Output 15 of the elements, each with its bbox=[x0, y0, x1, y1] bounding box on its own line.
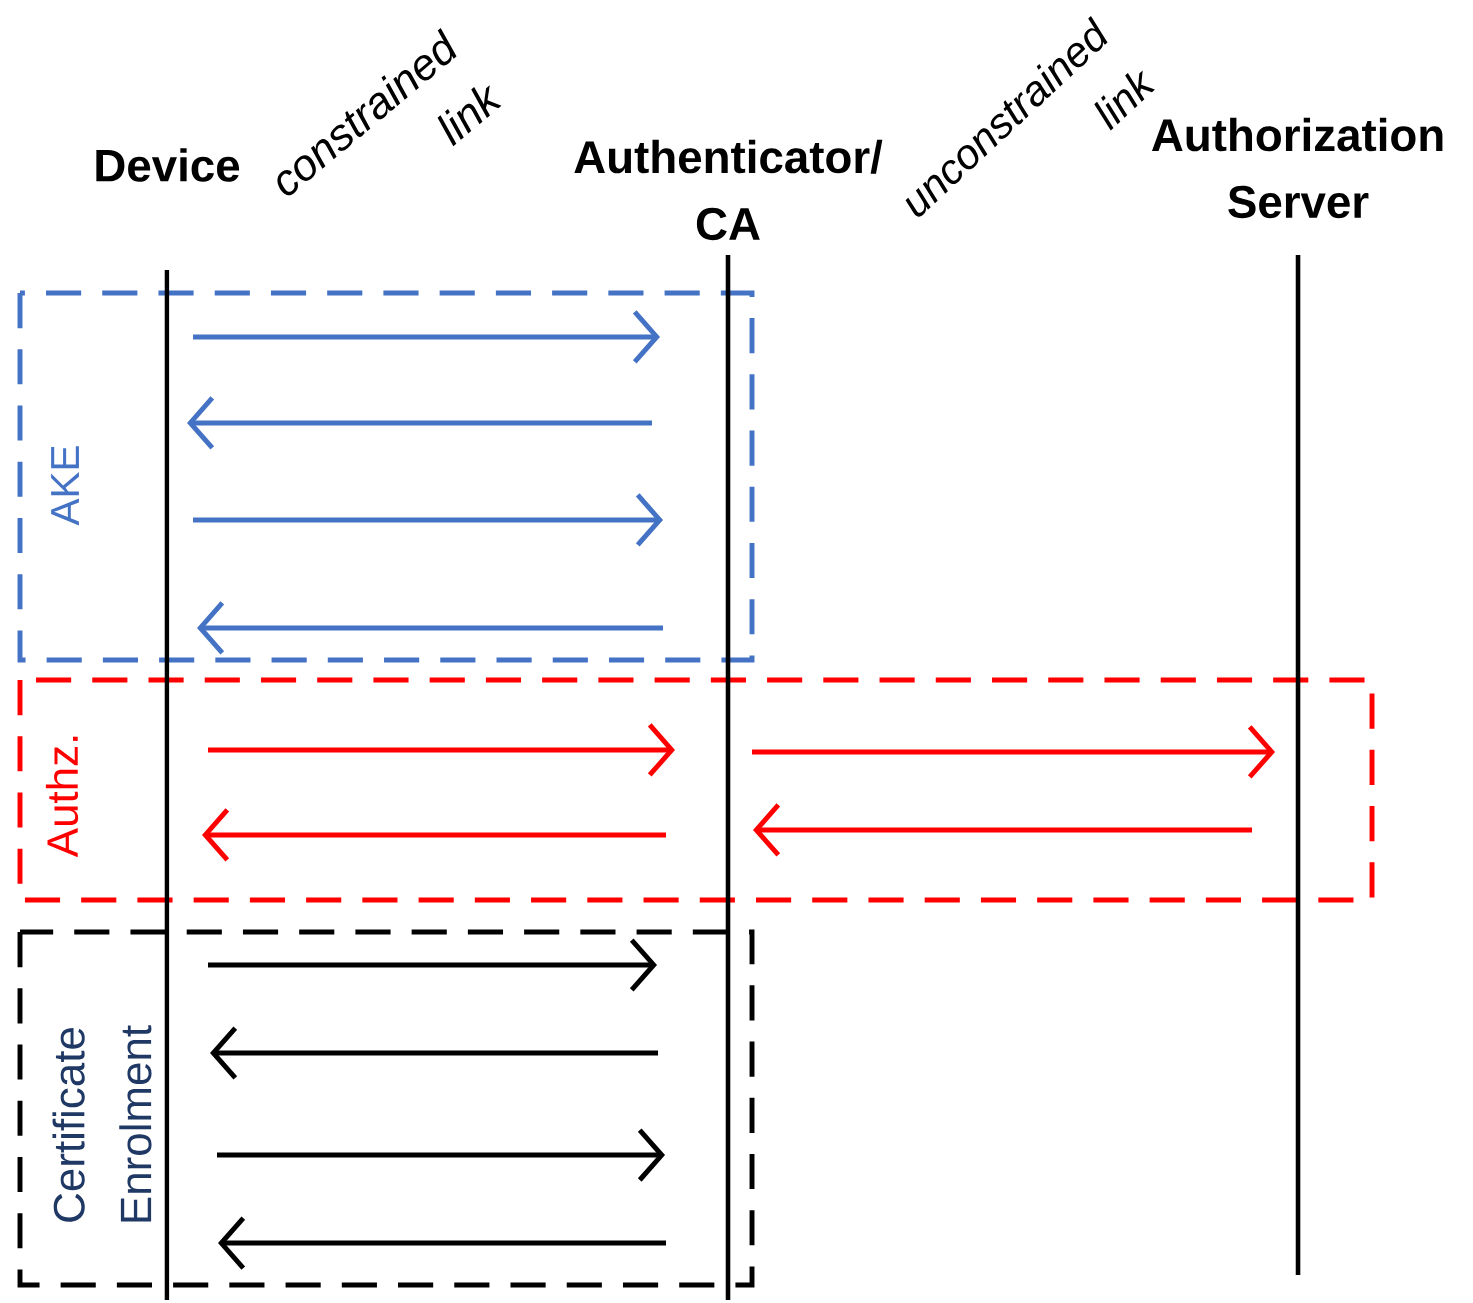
message-arrow bbox=[208, 723, 675, 777]
message-arrow bbox=[197, 601, 663, 655]
message-arrow bbox=[202, 808, 666, 862]
message-arrow bbox=[187, 396, 652, 450]
message-arrow bbox=[218, 1216, 666, 1270]
message-arrow bbox=[753, 803, 1252, 857]
group-label: Certificate Enrolment bbox=[52, 1025, 152, 1222]
message-arrow bbox=[193, 310, 660, 364]
message-arrow bbox=[193, 493, 663, 547]
participant-label: Device bbox=[96, 148, 240, 182]
message-arrow bbox=[217, 1128, 665, 1182]
message-arrow bbox=[210, 1026, 658, 1080]
message-arrow bbox=[752, 725, 1275, 779]
participant-label: Authenticator/ CA bbox=[574, 139, 883, 241]
message-arrow bbox=[208, 938, 657, 992]
